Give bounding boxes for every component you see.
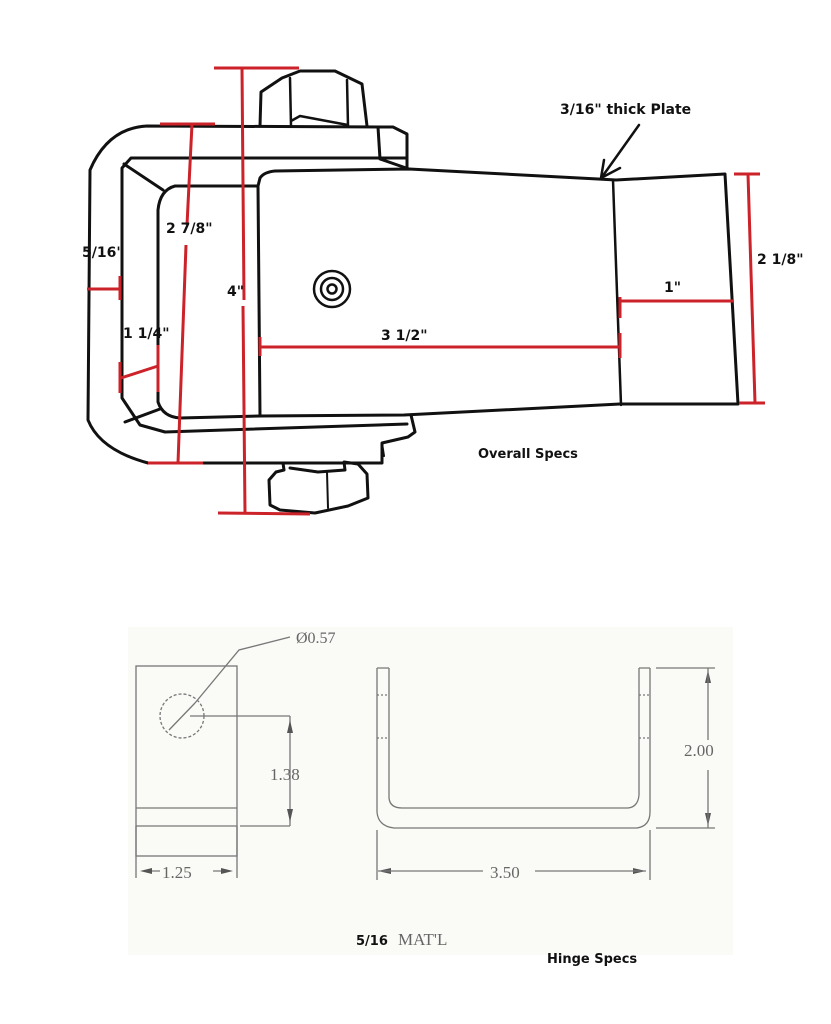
dim-end-height: 2 1/8" <box>757 252 804 268</box>
dim-overall-height: 4" <box>227 284 244 300</box>
hinge-side-view <box>135 636 291 878</box>
dim-hole-height: 1.38 <box>270 765 300 784</box>
dim-end-width: 1" <box>664 280 681 296</box>
dim-width: 1.25 <box>162 863 192 882</box>
main-tube <box>256 167 740 418</box>
overall-specs-drawing <box>86 69 740 515</box>
bottom-nut <box>267 460 370 515</box>
dim-length: 3 1/2" <box>381 328 428 344</box>
dim-hinge-length: 3.50 <box>490 863 520 882</box>
dim-inner-height: 2 7/8" <box>166 221 213 237</box>
plate-note: 3/16" thick Plate <box>560 102 691 118</box>
overall-dimension-lines <box>87 66 765 516</box>
dim-hole-diameter: Ø0.57 <box>296 630 336 647</box>
material-prefix: 5/16 <box>356 934 388 949</box>
u-bracket-outer <box>86 124 409 465</box>
material-label: MAT'L <box>398 930 447 949</box>
dim-inner-leg: 1 1/4" <box>123 326 170 342</box>
dim-bar-thickness: 5/16" <box>82 245 124 261</box>
side-plate <box>156 184 262 420</box>
bottom-flange <box>281 413 417 465</box>
dim-hinge-height: 2.00 <box>684 741 714 760</box>
overall-specs-caption: Overall Specs <box>478 447 578 462</box>
hinge-front-view <box>152 667 715 880</box>
bolt-head-icon <box>312 269 352 309</box>
hinge-specs-caption: Hinge Specs <box>547 952 637 967</box>
top-nut <box>258 69 369 128</box>
plate-arrow-icon <box>599 123 641 180</box>
hinge-specs-panel <box>128 627 733 955</box>
u-bracket-inner <box>120 156 409 434</box>
